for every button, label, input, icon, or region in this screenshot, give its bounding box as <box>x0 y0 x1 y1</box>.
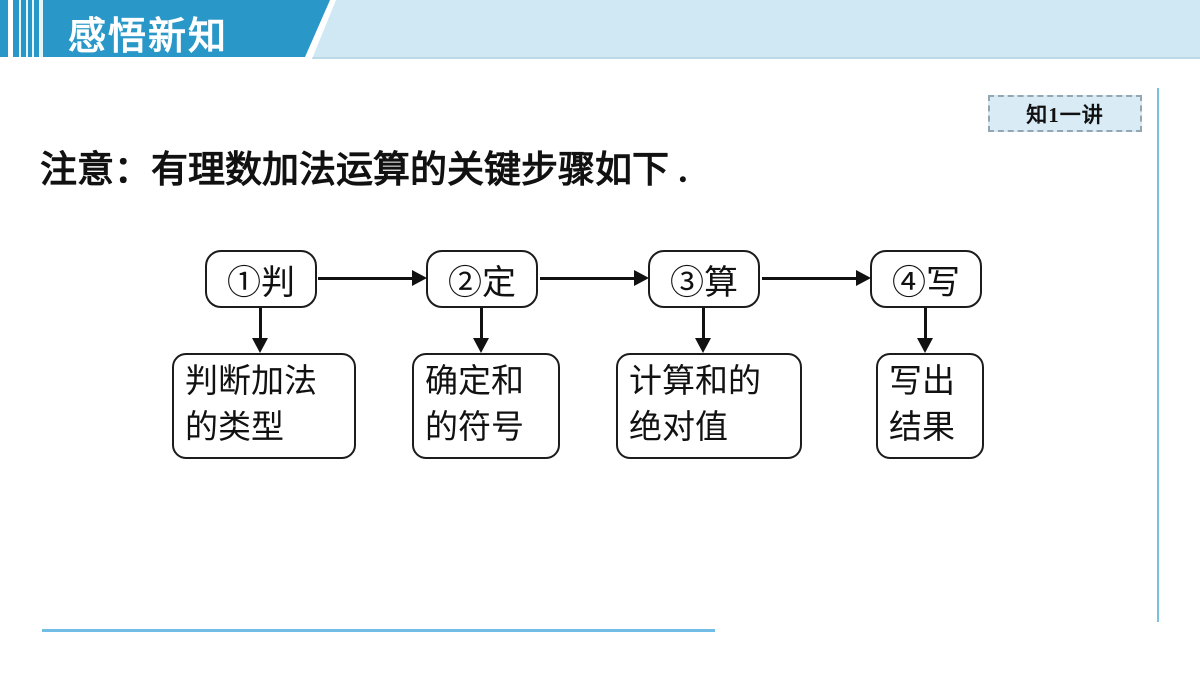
bottom-horizontal-rule <box>42 629 715 632</box>
step-box-4: ④写 <box>870 250 982 308</box>
header-stripe-icon <box>19 0 21 57</box>
arrow-right-icon <box>318 270 427 286</box>
page-title: 感悟新知 <box>68 16 229 58</box>
desc-line: 确定和 <box>425 364 524 401</box>
desc-line: 结果 <box>889 410 955 446</box>
note-text: 注意：有理数加法运算的关键步骤如下 . <box>40 150 688 191</box>
arrow-down-icon <box>473 308 489 353</box>
header-banner: 感悟新知 <box>0 0 1200 59</box>
header-stripe-icon <box>32 0 34 57</box>
arrow-down-icon <box>695 308 711 353</box>
desc-line: 绝对值 <box>629 410 728 446</box>
desc-box-2: 确定和 的符号 <box>412 353 560 459</box>
desc-line: 的符号 <box>425 410 524 446</box>
right-vertical-rule <box>1157 88 1159 622</box>
header-banner-light-strip <box>312 0 1200 59</box>
desc-line: 的类型 <box>185 410 284 446</box>
desc-box-1: 判断加法 的类型 <box>172 353 356 459</box>
arrow-right-icon <box>762 270 871 286</box>
step-box-2: ②定 <box>426 250 538 308</box>
arrow-right-icon <box>540 270 649 286</box>
header-stripe-icon <box>39 0 43 57</box>
arrow-down-icon <box>917 308 933 353</box>
knowledge-badge: 知1一讲 <box>988 95 1142 132</box>
desc-line: 判断加法 <box>185 364 317 401</box>
step-box-3: ③算 <box>648 250 760 308</box>
desc-line: 计算和的 <box>629 364 761 401</box>
header-banner-dark-strip <box>13 0 330 57</box>
desc-box-3: 计算和的 绝对值 <box>616 353 802 459</box>
desc-line: 写出 <box>889 364 955 401</box>
header-stripe-icon <box>26 0 28 57</box>
header-left-edge-bar <box>0 0 8 57</box>
arrow-down-icon <box>252 308 268 353</box>
desc-box-4: 写出 结果 <box>876 353 984 459</box>
step-box-1: ①判 <box>205 250 317 308</box>
